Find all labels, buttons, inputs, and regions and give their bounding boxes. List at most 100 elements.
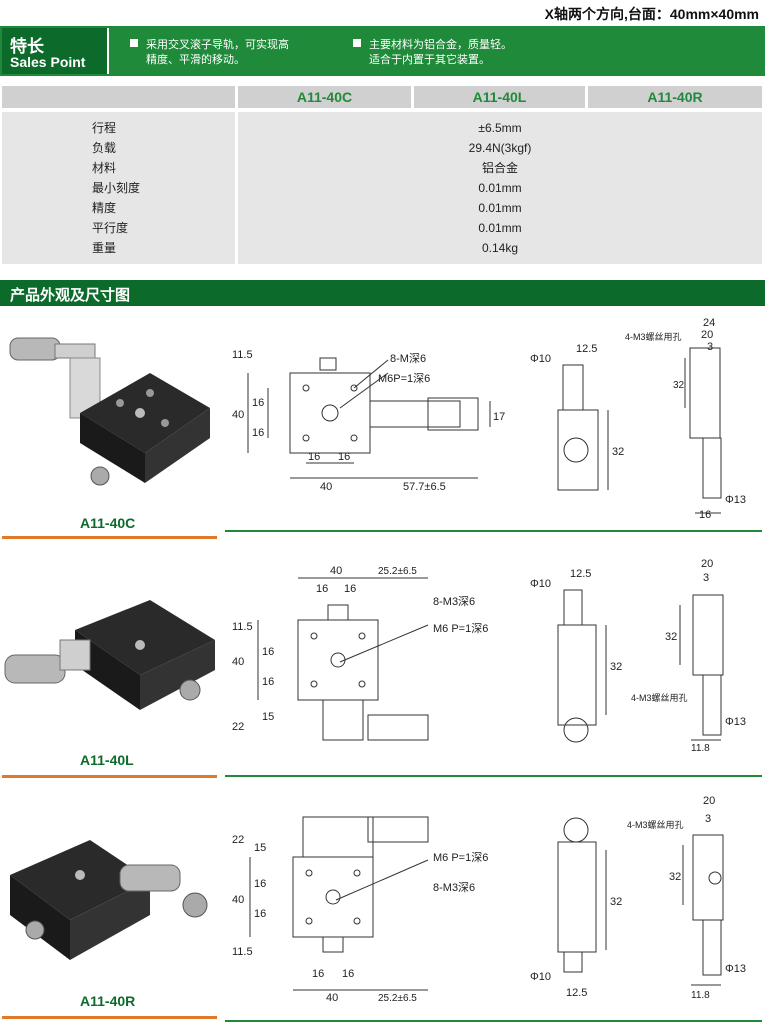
spec-head-model-2: A11-40L: [414, 86, 585, 108]
hole-label: 8-M3深6: [433, 881, 475, 894]
dim-text: 16: [252, 397, 264, 409]
section-title: 产品外观及尺寸图: [10, 287, 131, 304]
spec-head-model-3: A11-40R: [588, 86, 762, 108]
dim-text: Φ10: [530, 578, 551, 590]
spec-label: 平行度: [92, 221, 129, 235]
dim-text: Φ13: [725, 963, 746, 975]
sales-point-title-en: Sales Point: [10, 54, 86, 70]
product-name-3: A11-40R: [80, 993, 136, 1009]
dim-text: 11.5: [232, 621, 253, 633]
feature-point-1-line1: 采用交叉滚子导轨，可实现高: [146, 39, 289, 51]
dim-text: 16: [308, 451, 320, 463]
product-divider-1: [2, 536, 217, 539]
dim-text: 24: [703, 318, 715, 329]
hole-label: 4-M3螺丝用孔: [627, 819, 684, 830]
front-drawing-a11-40r: 22 15 40 16 16 11.5 16 16 40 25.2±6.5 M6…: [232, 816, 488, 1004]
dim-text: 40: [326, 992, 338, 1004]
spec-value: 0.01mm: [478, 201, 522, 215]
dim-text: 32: [673, 380, 685, 391]
dim-text: 3: [707, 341, 713, 353]
sales-point-title-cn: 特长: [10, 37, 44, 56]
dim-text: 16: [342, 968, 354, 980]
hole-label: M6 P=1深6: [433, 622, 488, 635]
dim-text: 3: [705, 813, 711, 825]
dim-text: 32: [610, 661, 622, 673]
spec-label: 行程: [92, 121, 117, 135]
bullet-square-icon: [130, 39, 138, 47]
front-drawing-a11-40l: 40 25.2±6.5 16 16 11.5 40 16 16 15 22 8-…: [232, 565, 488, 741]
dim-text: 20: [701, 558, 713, 570]
product-name-1: A11-40C: [80, 515, 136, 531]
spec-label-column: [2, 112, 235, 264]
dim-text: 12.5: [576, 343, 597, 355]
feature-point-1-line2: 精度、平滑的移动。: [146, 54, 245, 66]
spec-head-blank: [2, 86, 235, 108]
spec-label: 最小刻度: [92, 181, 141, 195]
spec-labels: 行程 负载 材料 最小刻度 精度 平行度 重量: [92, 118, 140, 258]
feature-point-2-line1: 主要材料为铝合金，质量轻。: [369, 39, 512, 51]
dim-text: 40: [232, 409, 244, 421]
product-divider-2: [2, 775, 217, 778]
dim-text: 16: [252, 427, 264, 439]
product-divider-3: [2, 1016, 217, 1019]
feature-point-2-line2: 适合于内置于其它装置。: [369, 54, 490, 66]
dim-text: 40: [330, 565, 342, 577]
sales-point-band: [0, 26, 765, 76]
spec-head-model-1: A11-40C: [238, 86, 411, 108]
dim-text: 11.5: [232, 349, 253, 361]
hole-label: M6P=1深6: [378, 372, 430, 385]
dim-text: Φ13: [725, 716, 746, 728]
spec-value: 0.14kg: [481, 241, 519, 255]
section-divider-2: [225, 775, 762, 777]
section-title-bar: 产品外观及尺寸图: [0, 280, 765, 306]
dim-text: 16: [254, 908, 266, 920]
product-photo-a11-40r: [10, 840, 208, 960]
feature-point-1: 采用交叉滚子导轨，可实现高 精度、平滑的移动。: [130, 38, 289, 68]
dim-text: 15: [254, 842, 266, 854]
dim-text: 40: [320, 481, 332, 493]
product-photo-a11-40c: [9, 337, 210, 486]
front-drawing-a11-40c: 11.5 40 16 16 16 16 40 57.7±6.5 17 8-M深6…: [232, 349, 505, 493]
bullet-square-icon: [353, 39, 361, 47]
side-drawing-a11-40r: 32 Φ10 12.5: [530, 817, 622, 999]
dim-text: 16: [699, 509, 711, 521]
dim-text: 16: [316, 583, 328, 595]
dim-text: 15: [262, 711, 274, 723]
hole-label: 8-M3深6: [433, 595, 475, 608]
dim-text: 40: [232, 656, 244, 668]
hole-label: M6 P=1深6: [433, 851, 488, 864]
dim-text: 16: [338, 451, 350, 463]
spec-values: ±6.5mm 29.4N(3kgf) 铝合金 0.01mm 0.01mm 0.0…: [238, 118, 762, 258]
dim-text: Φ10: [530, 353, 551, 365]
dim-text: 20: [701, 329, 713, 341]
section-divider-3: [225, 1020, 762, 1022]
dim-text: 40: [232, 894, 244, 906]
dim-text: 25.2±6.5: [378, 566, 417, 577]
sales-point-title-box: 特长 Sales Point: [2, 28, 109, 74]
hole-label: 4-M3螺丝用孔: [631, 692, 688, 703]
product-name-2: A11-40L: [80, 752, 134, 768]
dim-text: 16: [262, 646, 274, 658]
product-photo-a11-40l: [4, 600, 215, 710]
dim-text: 32: [669, 871, 681, 883]
dim-text: 16: [312, 968, 324, 980]
page-header-title: X轴两个方向,台面：40mm×40mm: [544, 6, 759, 22]
spec-value-column: [238, 112, 762, 264]
section-divider-1: [225, 530, 762, 532]
dim-text: 32: [612, 446, 624, 458]
dim-text: 32: [665, 631, 677, 643]
spec-label: 负载: [92, 141, 117, 155]
hole-label: 8-M深6: [390, 352, 426, 365]
dim-text: 22: [232, 834, 244, 846]
spec-value: 29.4N(3kgf): [468, 141, 532, 155]
dim-text: 3: [703, 572, 709, 584]
dim-text: 16: [254, 878, 266, 890]
feature-point-2: 主要材料为铝合金，质量轻。 适合于内置于其它装置。: [353, 38, 512, 68]
end-drawing-a11-40l: 20 3 32 4-M3螺丝用孔 Φ13 11.8: [631, 558, 746, 754]
dim-text: 32: [610, 896, 622, 908]
spec-value: 0.01mm: [478, 221, 522, 235]
dim-text: Φ13: [725, 494, 746, 506]
spec-value: 铝合金: [481, 161, 518, 175]
dim-text: 57.7±6.5: [403, 481, 446, 493]
dim-text: 11.8: [691, 743, 710, 754]
